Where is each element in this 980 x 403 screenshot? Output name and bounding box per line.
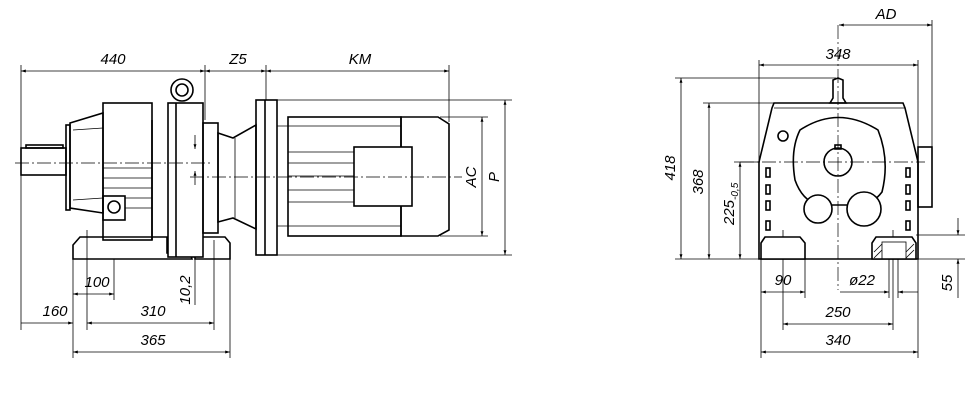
front-view: AD 348 418 368 225-0,5 90 ø22 55 250 340 [662, 6, 965, 358]
breather-icon [828, 77, 848, 104]
dim-250: 250 [824, 304, 851, 321]
extension-lines [675, 20, 965, 358]
gearbox-flange [167, 102, 204, 258]
shaft-key [25, 144, 64, 149]
right-foot [871, 236, 917, 260]
terminal-box-side [917, 146, 933, 208]
dim-368: 368 [690, 169, 707, 195]
dim-ad: AD [875, 6, 897, 23]
terminal-box [353, 146, 413, 207]
dim-90: 90 [775, 272, 792, 289]
dim-340: 340 [825, 332, 851, 349]
dim-418: 418 [662, 155, 679, 181]
lifting-eye-icon [170, 78, 194, 102]
dim-225-value: 225 [721, 199, 738, 226]
dim-348: 348 [825, 46, 851, 63]
gearbox-front [758, 77, 933, 260]
dim-10-2: 10,2 [177, 275, 194, 305]
dim-km: KM [349, 51, 372, 68]
dim-225: 225-0,5 [721, 182, 741, 226]
drain-plug-icon [107, 200, 121, 214]
gearbox [20, 78, 257, 260]
dim-p: P [486, 172, 503, 182]
dim-225-tolerance: -0,5 [730, 182, 741, 200]
motor-flange [255, 99, 278, 256]
dim-160: 160 [42, 303, 68, 320]
motor [255, 99, 450, 256]
left-foot [760, 236, 806, 260]
side-view: 440 Z5 KM AC P 100 160 310 365 10,2 [15, 51, 512, 358]
dim-310: 310 [140, 303, 166, 320]
output-shaft [20, 147, 67, 176]
dim-z5: Z5 [228, 51, 247, 68]
dim-phi22: ø22 [849, 272, 876, 289]
fan-cover [400, 116, 450, 237]
dim-100: 100 [84, 274, 110, 291]
dim-365: 365 [140, 332, 166, 349]
dim-440: 440 [100, 51, 126, 68]
dim-55: 55 [939, 274, 956, 291]
dim-ac: AC [463, 166, 480, 188]
